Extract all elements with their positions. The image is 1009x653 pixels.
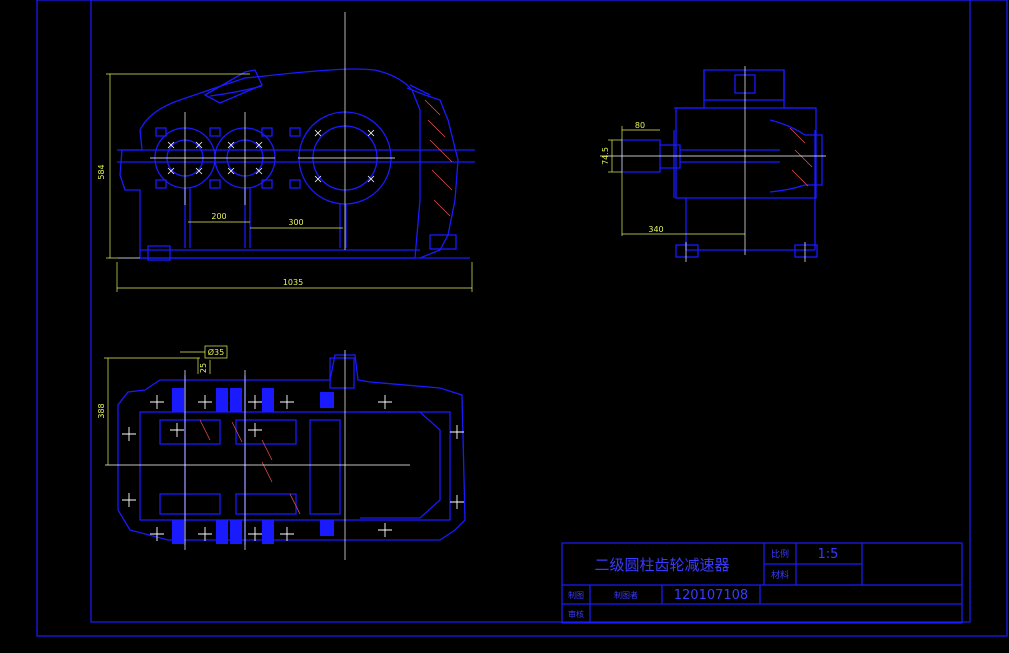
drawn-label: 制图: [568, 590, 584, 600]
top-dim-dia: Ø35: [208, 347, 224, 357]
top-view: 388 Ø35 25: [97, 345, 466, 560]
drawing-frame: [36, 0, 1008, 637]
side-dim-shaft-center: 74.5: [601, 147, 610, 165]
side-dim-shaft-len: 80: [635, 121, 645, 130]
check-label: 审核: [568, 609, 584, 619]
front-dim-spacing-1: 200: [211, 212, 226, 221]
title-block: 二级圆柱齿轮减速器 比例 1:5 材料 制图 制图者 120107108 审核: [561, 542, 963, 624]
material-label: 材料: [771, 569, 789, 581]
side-view: 80 74.5 340: [600, 66, 826, 262]
side-dim-depth: 340: [648, 225, 663, 234]
drawing-title: 二级圆柱齿轮减速器: [594, 556, 729, 574]
student-label: 制图者: [614, 590, 638, 600]
top-dim-width: 388: [97, 403, 106, 418]
drawing-number: 120107108: [674, 588, 748, 603]
front-dim-height: 584: [97, 164, 106, 179]
front-dim-width: 1035: [283, 278, 303, 287]
scale-label: 比例: [771, 548, 789, 560]
top-dim-offset: 25: [199, 363, 208, 373]
front-dim-spacing-2: 300: [288, 218, 303, 227]
scale-value: 1:5: [818, 547, 839, 562]
front-view: 584 1035 200 300: [97, 12, 475, 292]
